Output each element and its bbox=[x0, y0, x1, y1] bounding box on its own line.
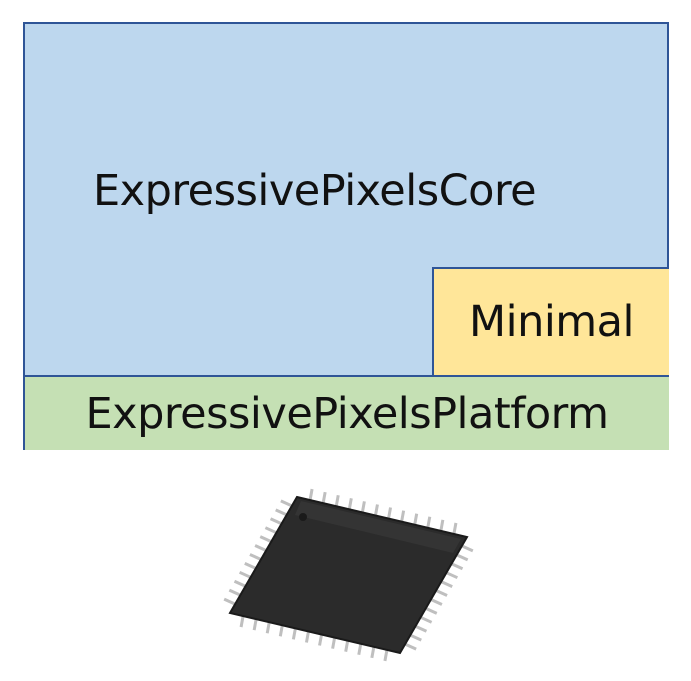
chip-pin bbox=[440, 580, 453, 588]
chip-pin bbox=[409, 633, 422, 642]
chip-pin bbox=[228, 588, 241, 597]
chip-pin bbox=[425, 607, 438, 615]
chip-pin bbox=[308, 488, 314, 501]
chip-pin bbox=[223, 597, 236, 606]
chip-pin bbox=[254, 544, 267, 552]
chip-pin bbox=[347, 498, 353, 510]
microcontroller-chip-icon bbox=[223, 488, 474, 662]
chip-pin bbox=[439, 519, 445, 532]
chip-pin bbox=[265, 621, 271, 634]
chip-pin bbox=[233, 579, 247, 588]
chip-pin bbox=[252, 618, 258, 631]
chip-pin bbox=[413, 513, 419, 525]
chip-pin bbox=[357, 643, 363, 656]
chip-pin bbox=[445, 571, 459, 580]
chip-pins bbox=[223, 488, 474, 662]
chip-pin bbox=[280, 499, 293, 508]
chip-pin bbox=[370, 646, 376, 659]
core-layer-label: ExpressivePixelsCore bbox=[93, 166, 537, 216]
chip-pin bbox=[452, 522, 458, 535]
chip-pin bbox=[259, 535, 272, 543]
chip-pin bbox=[344, 640, 350, 652]
chip-pin bbox=[461, 544, 474, 553]
chip-pin bbox=[456, 553, 469, 562]
chip-pin1-marker bbox=[299, 513, 307, 521]
chip-pin bbox=[404, 642, 417, 651]
platform-layer: ExpressivePixelsPlatform bbox=[25, 375, 669, 450]
chip-pin bbox=[430, 598, 443, 606]
chip-pin bbox=[275, 508, 288, 517]
chip-pin bbox=[264, 526, 278, 535]
platform-layer-label: ExpressivePixelsPlatform bbox=[85, 388, 609, 439]
chip-pin bbox=[387, 507, 393, 519]
chip-pin bbox=[249, 553, 262, 561]
chip-pin bbox=[414, 624, 428, 633]
chip-pin bbox=[291, 628, 297, 640]
chip-pin bbox=[400, 510, 406, 522]
chip-pin bbox=[383, 649, 389, 662]
chip-pin bbox=[318, 634, 324, 646]
chip-pin bbox=[331, 637, 337, 649]
minimal-layer-label: Minimal bbox=[469, 297, 634, 347]
chip-pin bbox=[450, 562, 464, 571]
software-stack-diagram: ExpressivePixelsCore Minimal ExpressiveP… bbox=[23, 22, 669, 450]
chip-pin bbox=[269, 517, 283, 526]
chip-pin bbox=[304, 631, 310, 643]
chip-pin bbox=[244, 562, 257, 570]
chip-pin bbox=[321, 491, 327, 504]
chip-pin bbox=[426, 516, 432, 529]
chip-pin bbox=[239, 615, 245, 628]
chip-pin bbox=[278, 625, 284, 637]
chip-pin bbox=[360, 501, 366, 513]
chip-pin bbox=[373, 504, 379, 516]
chip-pin bbox=[238, 570, 252, 579]
chip-pin bbox=[334, 494, 340, 507]
chip-pin bbox=[435, 589, 448, 597]
chip-pin bbox=[419, 615, 433, 624]
minimal-layer: Minimal bbox=[432, 267, 669, 375]
chip-body-highlight bbox=[295, 501, 461, 553]
